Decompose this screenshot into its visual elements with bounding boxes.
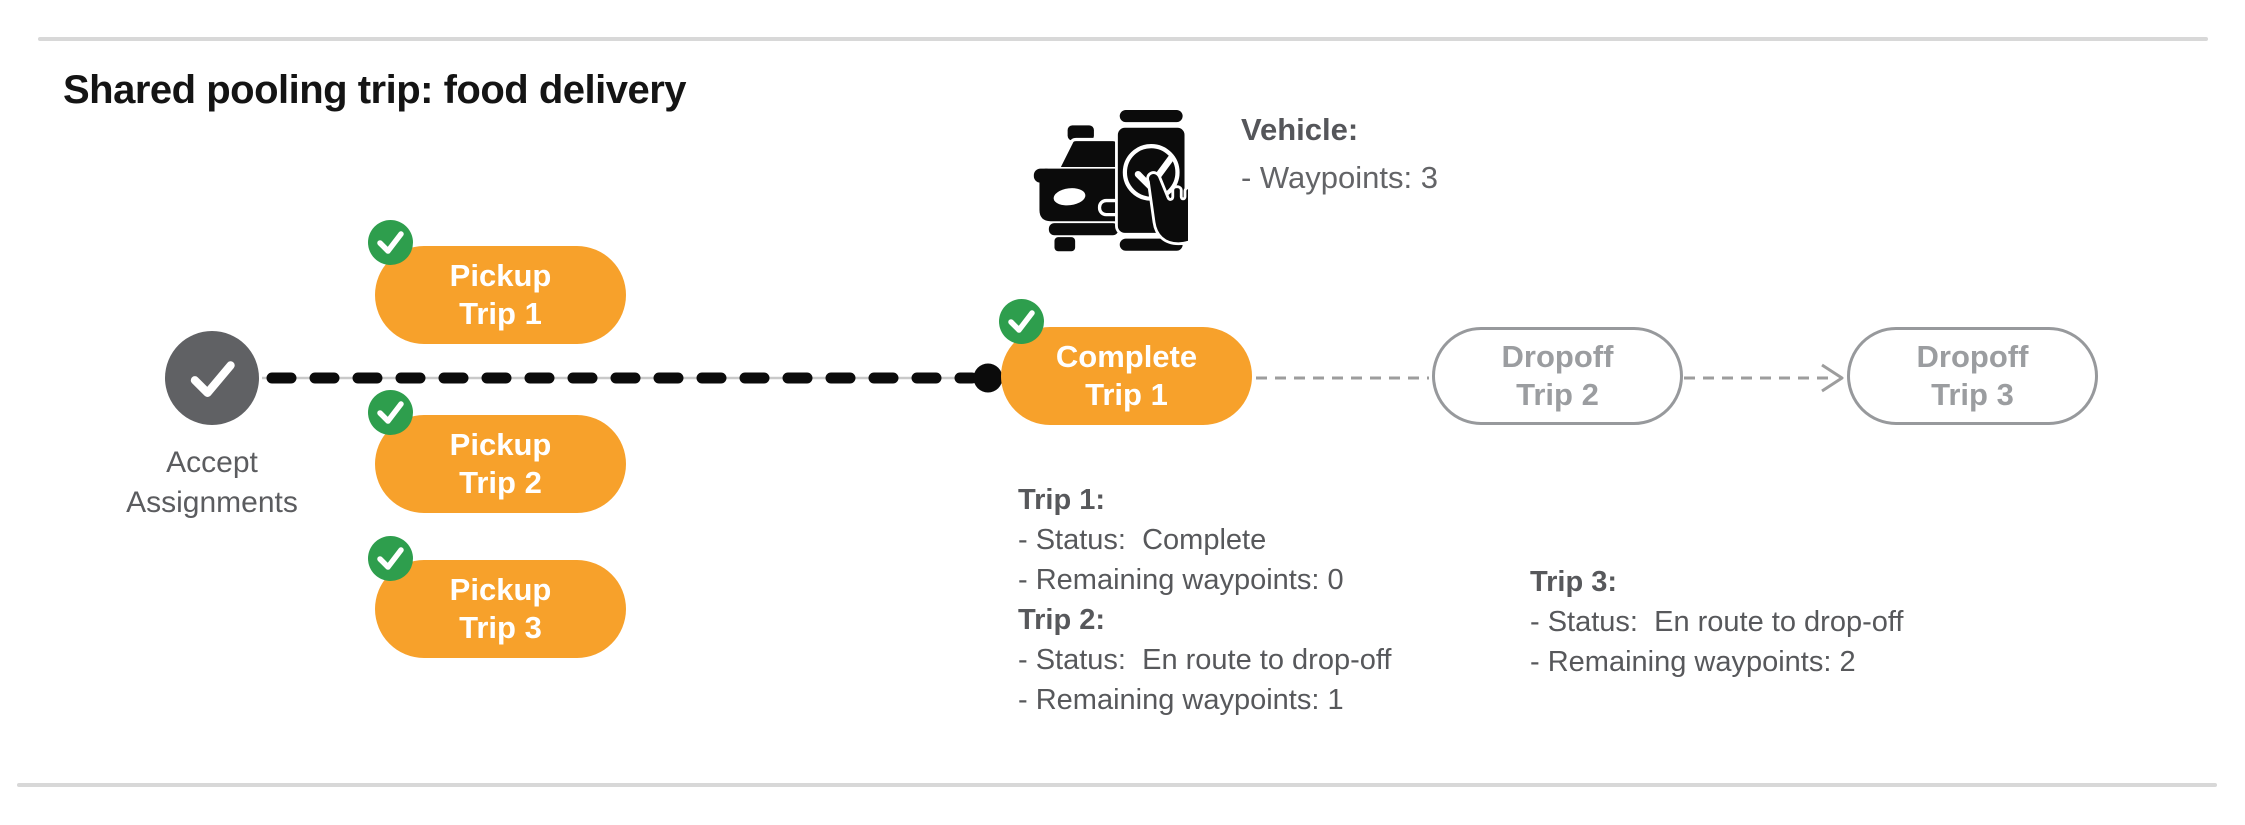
node-dropoff-trip-2: Dropoff Trip 2 bbox=[1432, 327, 1683, 425]
node-label: Trip 3 bbox=[459, 610, 542, 645]
vehicle-label: Vehicle: bbox=[1241, 112, 1359, 147]
node-label: Trip 2 bbox=[459, 465, 542, 500]
arrowhead-icon bbox=[1821, 363, 1844, 393]
trip-2-status: - Status: En route to drop-off bbox=[1018, 644, 1392, 676]
trip-3-status: - Status: En route to drop-off bbox=[1530, 606, 1904, 638]
current-position-dot bbox=[973, 363, 1003, 393]
diagram-title: Shared pooling trip: food delivery bbox=[63, 68, 687, 112]
accept-assignments-node bbox=[165, 331, 259, 425]
trip-1-waypoints: - Remaining waypoints: 0 bbox=[1018, 564, 1344, 596]
node-label: Pickup bbox=[449, 258, 552, 293]
top-divider bbox=[38, 37, 2208, 41]
vehicle-waypoints: - Waypoints: 3 bbox=[1241, 160, 1438, 195]
node-label: Dropoff bbox=[1501, 339, 1614, 374]
trip-2-title: Trip 2: bbox=[1018, 604, 1106, 636]
node-label: Pickup bbox=[449, 427, 552, 462]
accept-label-line1: Accept bbox=[166, 446, 258, 479]
trip-2-waypoints: - Remaining waypoints: 1 bbox=[1018, 684, 1344, 716]
bottom-divider bbox=[17, 783, 2217, 787]
accept-label-line2: Assignments bbox=[126, 486, 298, 519]
node-label: Trip 1 bbox=[459, 296, 542, 331]
trip-3-title: Trip 3: bbox=[1530, 566, 1618, 598]
check-badge-icon bbox=[368, 390, 413, 435]
trip-status-block-2: Trip 3: - Status: En route to drop-off -… bbox=[1530, 562, 1903, 682]
node-label: Trip 1 bbox=[1085, 377, 1168, 412]
trip-1-title: Trip 1: bbox=[1018, 484, 1106, 516]
node-pickup-trip-2: Pickup Trip 2 bbox=[375, 415, 626, 513]
check-icon bbox=[190, 361, 235, 397]
trip-status-block-1: Trip 1: - Status: Complete - Remaining w… bbox=[1018, 480, 1391, 720]
node-pickup-trip-3: Pickup Trip 3 bbox=[375, 560, 626, 658]
check-badge-icon bbox=[999, 299, 1044, 344]
node-label: Pickup bbox=[449, 572, 552, 607]
node-complete-trip-1: Complete Trip 1 bbox=[1001, 327, 1252, 425]
check-badge-icon bbox=[368, 220, 413, 265]
node-label: Complete bbox=[1055, 339, 1198, 374]
node-dropoff-trip-3: Dropoff Trip 3 bbox=[1847, 327, 2098, 425]
node-pickup-trip-1: Pickup Trip 1 bbox=[375, 246, 626, 344]
hand-glyph bbox=[1146, 171, 1188, 246]
car-glyph bbox=[1033, 125, 1128, 252]
trip-3-waypoints: - Remaining waypoints: 2 bbox=[1530, 646, 1856, 678]
node-label: Dropoff bbox=[1916, 339, 2029, 374]
car-phone-check-icon bbox=[1033, 107, 1188, 254]
node-label: Trip 3 bbox=[1931, 377, 2014, 412]
check-badge-icon bbox=[368, 536, 413, 581]
trip-1-status: - Status: Complete bbox=[1018, 524, 1267, 556]
node-label: Trip 2 bbox=[1516, 377, 1599, 412]
